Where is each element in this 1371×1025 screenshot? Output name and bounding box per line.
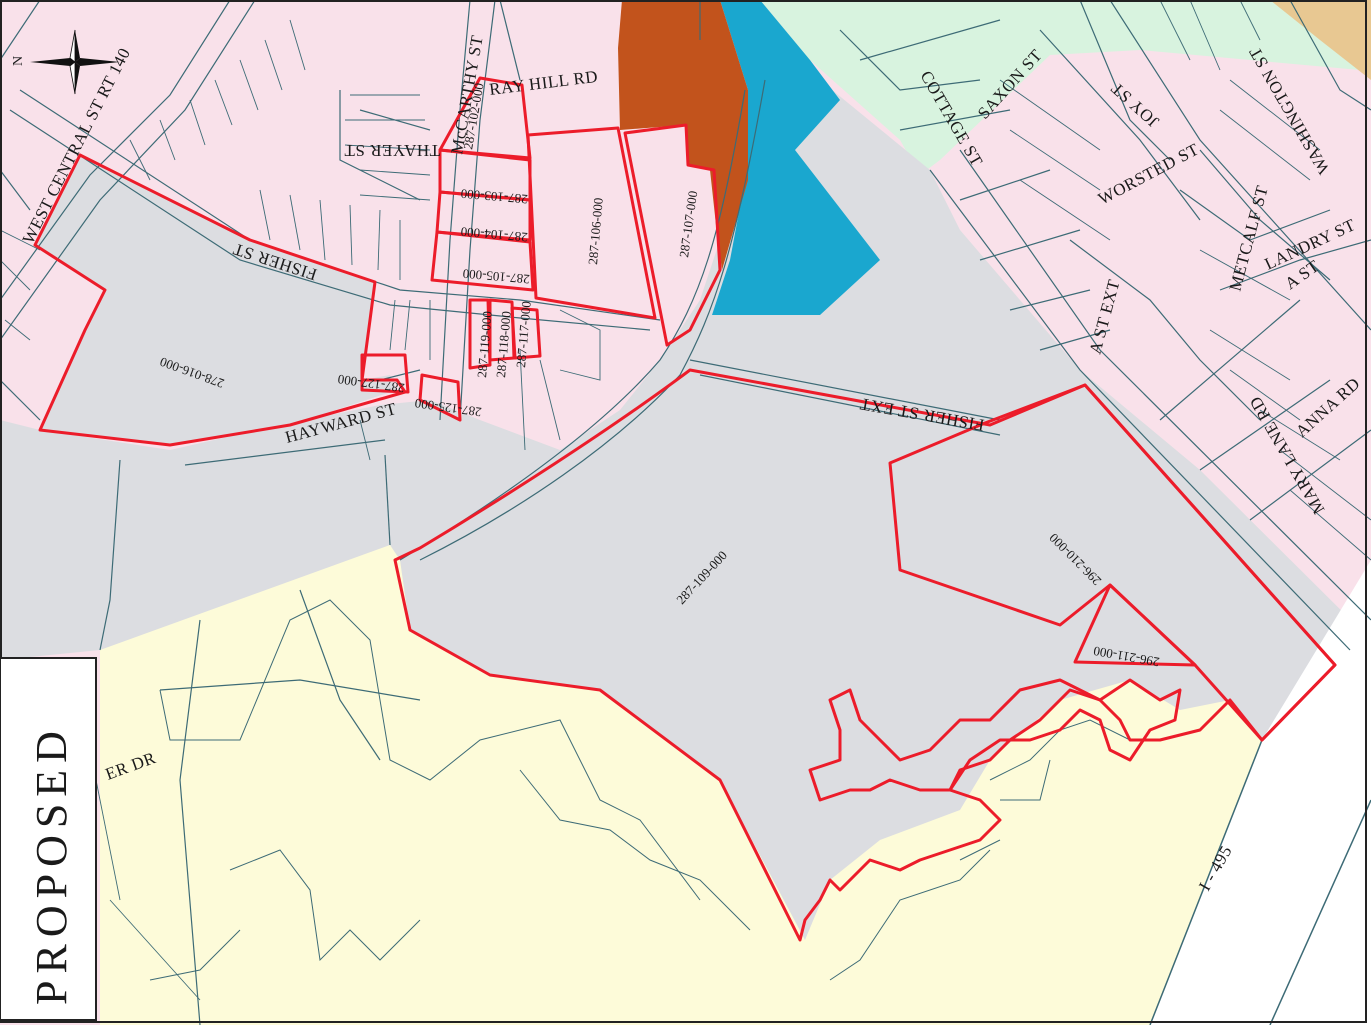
gray-lower-left (0, 430, 390, 660)
gray-parcel-278-016 (35, 155, 397, 445)
map-title: PROPOSED (27, 724, 76, 1005)
north-label: N (11, 56, 26, 66)
lot-lines (0, 0, 1371, 1001)
water-zone (712, 0, 880, 315)
green-zone (760, 0, 1360, 175)
north-arrow-icon: N (11, 29, 120, 95)
open-space-zone (100, 545, 1280, 1025)
parcel-outlines (33, 76, 1337, 942)
parcel-label-287-106: 287-106-000 (585, 197, 606, 265)
parcel-label-287-117: 287-117-000 (513, 301, 534, 369)
parcel-label-287-119: 287-119-000 (474, 311, 495, 379)
parcel-label-287-103: 287-103-000 (460, 186, 528, 207)
parcel-label-287-105: 287-105-000 (462, 266, 530, 287)
parcel-label-287-118: 287-118-000 (493, 311, 514, 379)
highway-band (1150, 560, 1371, 1025)
street-label-thayer: THAYER ST (344, 141, 440, 160)
creek-lines (149, 599, 1231, 981)
tan-zone (1270, 0, 1371, 80)
parcel-label-287-104: 287-104-000 (460, 224, 528, 245)
title-box: PROPOSED (0, 657, 97, 1021)
